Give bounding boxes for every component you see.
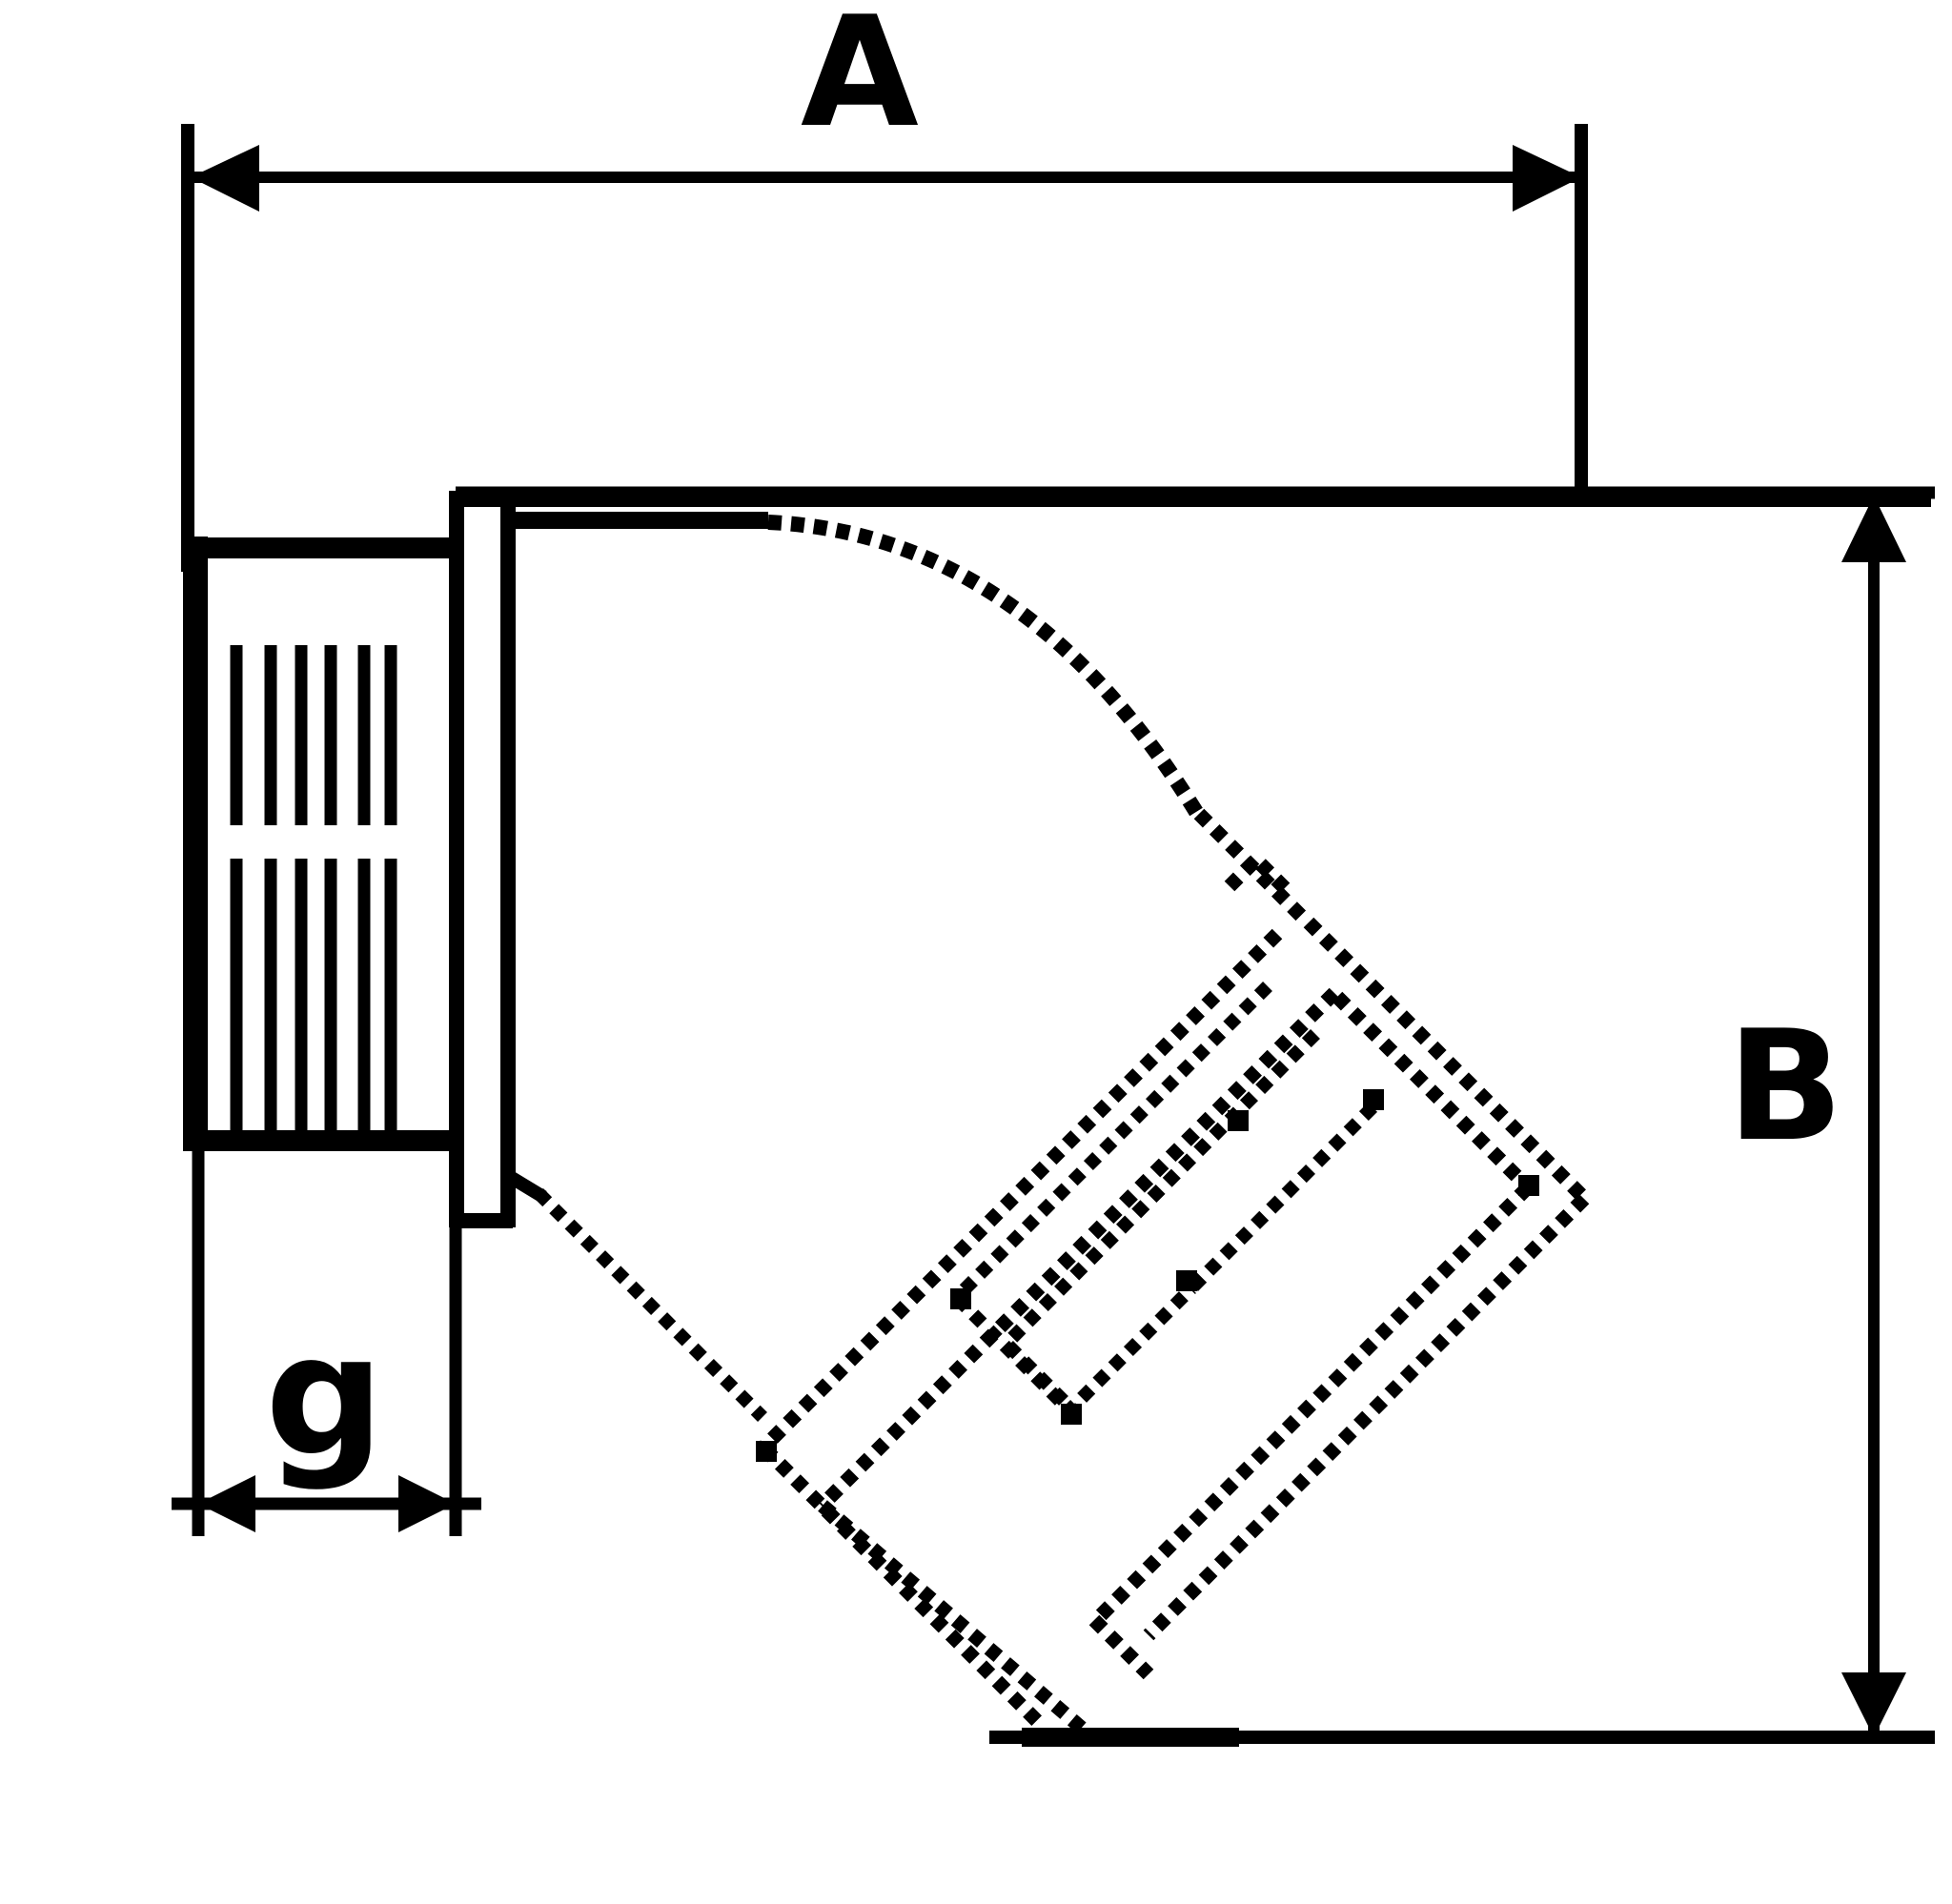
- angled-hex-socket-end: [756, 808, 1590, 1742]
- elbow-bore-arc: [767, 515, 1203, 817]
- socket-bottom-face: [1088, 1614, 1154, 1680]
- socket-step-mark-4: [1518, 1175, 1539, 1196]
- socket-upper-left-flat: [757, 928, 1283, 1454]
- dimension-g-right-arrowhead: [398, 1475, 456, 1532]
- socket-inner-flat-upper: [953, 982, 1272, 1301]
- socket-step-mark-3: [1363, 1089, 1384, 1110]
- dimension-b-top-arrowhead: [1841, 496, 1906, 562]
- socket-second-flat: [816, 987, 1340, 1511]
- dimension-b-label: B: [1727, 997, 1843, 1175]
- dimension-b-bottom-arrowhead: [1841, 1672, 1906, 1737]
- male-threaded-end: [183, 537, 464, 1151]
- socket-step-mark-1: [1228, 1110, 1249, 1131]
- dimension-a-group: [181, 124, 1588, 572]
- socket-inner-cavity-chevron-2: [1004, 1341, 1080, 1417]
- elbow-outer-left-diagonal: [534, 1188, 767, 1422]
- socket-inner-cavity-chevron: [953, 1284, 1196, 1420]
- socket-right-outer-face: [1143, 1193, 1590, 1641]
- dimension-a-left-arrowhead: [191, 145, 259, 212]
- socket-outer-right-diagonal: [1303, 917, 1588, 1202]
- dimension-g-label: g: [265, 1300, 385, 1493]
- socket-step-mark-7: [1061, 1404, 1082, 1425]
- dimension-b-group: [456, 486, 1935, 1744]
- dimension-a-label: A: [801, 0, 919, 161]
- socket-top-notch: [1224, 849, 1294, 898]
- dimension-g-left-arrowhead: [198, 1475, 255, 1532]
- socket-step-mark-6: [756, 1441, 777, 1462]
- socket-right-second-diagonal: [1332, 991, 1532, 1191]
- socket-inner-flat-lower: [1002, 1029, 1320, 1348]
- socket-lower-left-outer: [759, 1443, 1045, 1729]
- elbow-body-outline: [508, 512, 1203, 1422]
- thread-end-face: [183, 537, 208, 1151]
- socket-right-inner-face: [1090, 1182, 1534, 1626]
- hex-flange: [449, 491, 516, 1228]
- socket-step-mark-2: [1176, 1270, 1197, 1291]
- body-heavy-outline: [459, 488, 1931, 1747]
- socket-step-mark-5: [950, 1288, 971, 1309]
- dimension-a-right-arrowhead: [1513, 145, 1581, 212]
- socket-lower-left-second: [818, 1500, 1096, 1742]
